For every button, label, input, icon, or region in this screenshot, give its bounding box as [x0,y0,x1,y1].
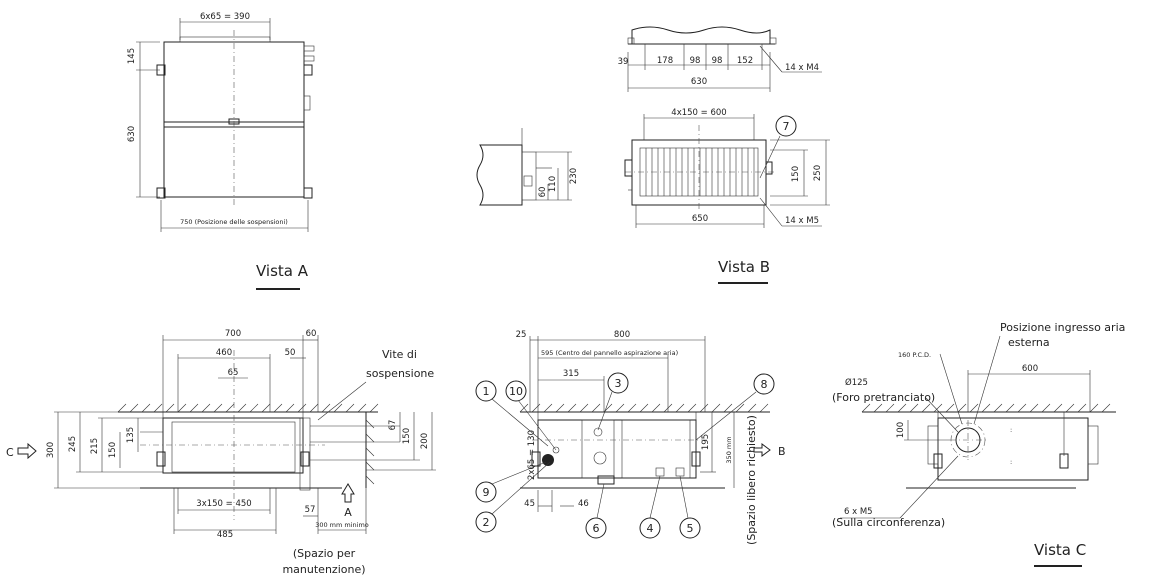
screw-label-line1: Vite di [382,348,417,361]
callout-9: 9 [475,461,547,503]
view-b-dim-60: 60 [538,187,548,198]
front-dim-200: 200 [420,433,430,449]
side-dim-315: 315 [563,369,579,379]
intake-label-line2: esterna [1008,336,1050,349]
view-b-dim-152: 152 [737,56,753,66]
view-c-title: Vista C [1034,541,1086,559]
maint-label-line2: manutenzione) [282,563,365,576]
svg-text:1: 1 [483,385,490,398]
callout-3: 3 [597,372,629,431]
side-dim-25: 25 [516,330,527,340]
view-b-dim-650: 650 [692,214,708,224]
view-b-dim-39: 39 [618,57,629,67]
view-a-title: Vista A [256,262,309,280]
view-b-dim-630: 630 [691,77,707,87]
view-b-bolts-m5: 14 x M5 [785,216,819,226]
front-dim-67: 67 [388,420,398,431]
callout-1: 1 [475,380,549,447]
front-dim-135: 135 [126,427,136,443]
front-dim-215: 215 [90,438,100,454]
screw-label-line2: sospensione [366,367,434,380]
view-b-dim-230: 230 [569,168,579,184]
arrow-b-icon [753,443,771,457]
view-b: 39 178 98 98 152 630 14 x M4 [476,26,830,284]
side-dim-800: 800 [614,330,630,340]
side-unit-body [537,419,697,479]
view-c: : : 600 100 Posizione ingresso aria este… [832,321,1125,567]
svg-text:4: 4 [647,522,654,535]
svg-text::: : [1010,458,1012,466]
side-dim-350: 350 mm [725,436,733,463]
front-dim-57: 57 [305,505,316,515]
callout-4: 4 [639,475,661,539]
side-install-view: 25 800 595 (Centro del pannello aspirazi… [475,330,786,545]
front-dim-450: 3x150 = 450 [196,499,251,509]
view-c-dim-100: 100 [896,422,906,438]
front-dim-60: 60 [306,329,317,339]
arrow-c-label: C [6,446,14,459]
view-b-dim-98b: 98 [712,56,723,66]
free-space-label: (Spazio libero richiesto) [745,415,758,545]
view-b-dim-178: 178 [657,56,673,66]
front-install-view: 700 60 460 50 65 300 245 215 150 135 67 … [6,329,436,576]
side-dim-130: 2x65 = 130 [527,430,537,480]
view-a-bottom-dim: 750 (Posizione delle sospensioni) [180,218,288,226]
callout-7: 7 [759,115,797,179]
front-dim-65: 65 [228,368,239,378]
view-a-dim-145: 145 [127,48,137,64]
view-b-dim-150: 150 [791,166,801,182]
view-a-dim-630: 630 [127,126,137,142]
maint-label-line1: (Spazio per [293,547,356,560]
side-dim-46: 46 [578,499,589,509]
front-dim-150b: 150 [402,428,412,444]
view-b-dim-98a: 98 [690,56,701,66]
svg-text:2: 2 [483,516,490,529]
front-dim-700: 700 [225,329,241,339]
callout-5: 5 [679,475,701,539]
view-b-dim-600: 4x150 = 600 [671,108,726,118]
front-dim-300-min: 300 mm minimo [315,521,369,529]
view-b-title: Vista B [718,258,770,276]
front-dim-485: 485 [217,530,233,540]
callout-8: 8 [695,373,775,441]
callout-10: 10 [505,380,557,451]
view-b-bolts-m4: 14 x M4 [785,63,819,73]
svg-text:5: 5 [687,522,694,535]
svg-text:3: 3 [615,377,622,390]
view-b-dim-110: 110 [548,176,558,192]
front-unit-body [162,417,304,474]
arrow-b-label: B [778,445,786,458]
front-dim-460: 460 [216,348,232,358]
view-c-dim-600: 600 [1022,364,1038,374]
svg-text::: : [1010,426,1012,434]
front-dim-300: 300 [46,442,56,458]
intake-label-line1: Posizione ingresso aria [1000,321,1125,334]
holes-label: 6 x M5 [844,507,873,517]
front-dim-50: 50 [285,348,296,358]
svg-text:6: 6 [593,522,600,535]
side-dim-195: 195 [701,434,711,450]
front-dim-245: 245 [68,436,78,452]
svg-text:8: 8 [761,378,768,391]
svg-text:9: 9 [483,486,490,499]
side-dim-45: 45 [524,499,535,509]
callout-2: 2 [475,461,551,533]
view-a-top-dim: 6x65 = 390 [200,12,250,22]
prepunched-label: (Foro pretranciato) [832,391,935,404]
svg-text:10: 10 [509,385,523,398]
front-dim-150: 150 [108,442,118,458]
view-b-dim-250: 250 [813,165,823,181]
side-dim-595: 595 (Centro del pannello aspirazione ari… [541,349,678,357]
pcd-label: 160 P.C.D. [898,351,931,359]
arrow-a-label: A [344,506,352,519]
arrow-c-icon [17,442,37,460]
view-a: 6x65 = 390 145 630 750 (Posizione delle … [127,12,315,290]
circumference-label: (Sulla circonferenza) [832,516,945,529]
arrow-a-icon [341,483,355,503]
callout-6: 6 [585,483,607,539]
diameter-label: Ø125 [845,377,868,388]
svg-text:7: 7 [783,120,790,133]
